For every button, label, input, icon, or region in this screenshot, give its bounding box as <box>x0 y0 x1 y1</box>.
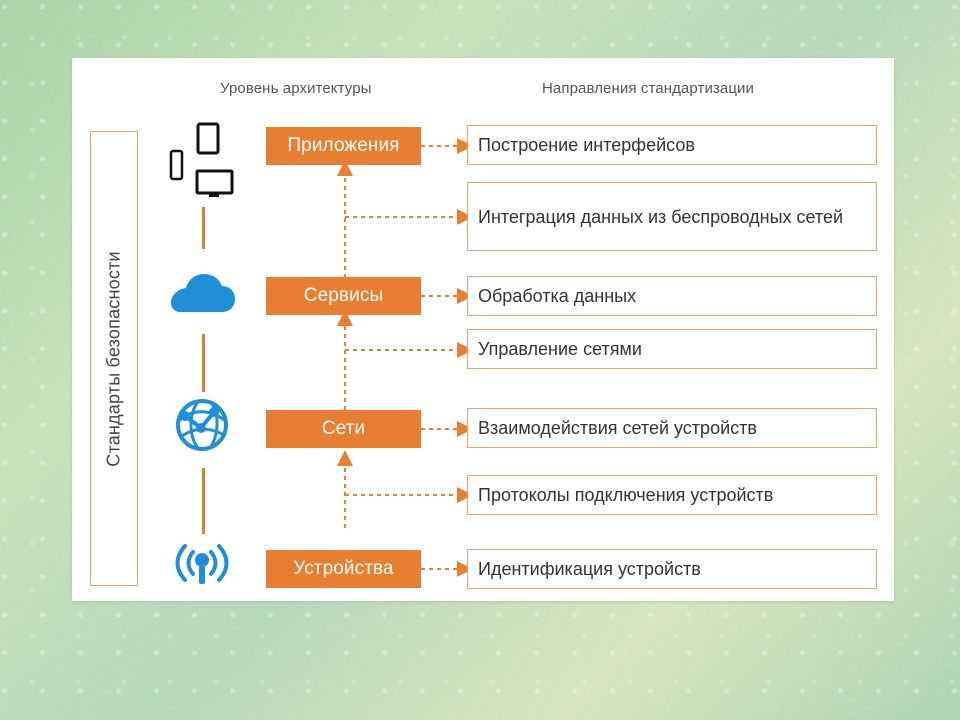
level-devices: Устройства <box>266 550 421 588</box>
direction-device-connection-protocols: Протоколы подключения устройств <box>467 475 877 515</box>
security-standards-box: Стандарты безопасности <box>90 131 138 586</box>
direction-data-processing: Обработка данных <box>467 276 877 316</box>
level-networks: Сети <box>266 410 421 448</box>
direction-network-management: Управление сетями <box>467 329 877 369</box>
cloud-icon <box>167 273 237 323</box>
connector-line-3 <box>202 468 205 534</box>
connector-line-2 <box>202 334 205 392</box>
devices-icon <box>167 120 237 202</box>
architecture-level-header: Уровень архитектуры <box>220 80 372 97</box>
level-applications: Приложения <box>266 127 421 165</box>
connector-line-1 <box>202 207 205 249</box>
network-globe-icon <box>167 396 237 454</box>
level-services: Сервисы <box>266 277 421 315</box>
diagram-panel: Уровень архитектуры Направления стандарт… <box>72 58 894 601</box>
standardization-directions-header: Направления стандартизации <box>542 80 755 97</box>
direction-interfaces: Построение интерфейсов <box>467 125 877 165</box>
wireless-device-icon <box>167 538 237 588</box>
security-standards-label: Стандарты безопасности <box>103 250 124 467</box>
direction-device-identification: Идентификация устройств <box>467 549 877 589</box>
direction-wireless-data-integration: Интеграция данных из беспроводных сетей <box>467 182 877 251</box>
direction-device-network-interaction: Взаимодействия сетей устройств <box>467 408 877 448</box>
